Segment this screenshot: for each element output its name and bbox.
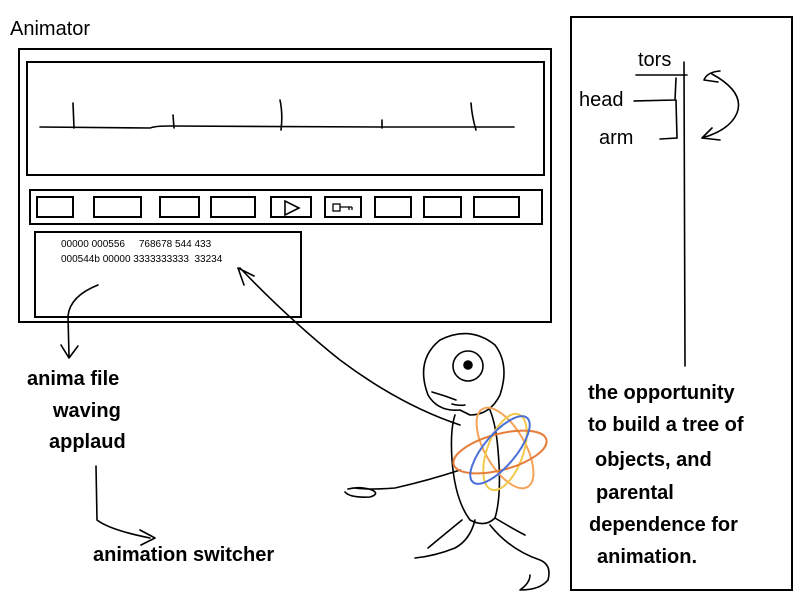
tree-node-arm[interactable]: arm	[599, 127, 634, 149]
anim-list-item-1: anima file	[27, 368, 120, 390]
anim-list-item-2: waving	[53, 400, 121, 422]
tree-note-5: dependence for	[589, 514, 738, 536]
atom-orbits-sketch	[452, 406, 548, 492]
tree-note-1: the opportunity	[588, 382, 735, 404]
creature-sketch	[344, 332, 550, 591]
toolbar-button-1[interactable]	[36, 196, 74, 218]
animator-window	[18, 48, 552, 323]
toolbar	[29, 189, 543, 225]
play-icon	[284, 199, 301, 217]
object-tree-panel	[570, 16, 793, 591]
toolbar-button-4[interactable]	[210, 196, 256, 218]
annotation-arrows	[60, 267, 461, 546]
timeline-panel[interactable]	[26, 61, 545, 176]
anim-list-item-3: applaud	[49, 431, 126, 453]
tree-node-head[interactable]: head	[579, 89, 624, 111]
toolbar-button-3[interactable]	[159, 196, 200, 218]
timeline-track	[39, 99, 515, 131]
tree-note-4: parental	[596, 482, 674, 504]
app-title: Animator	[10, 18, 91, 40]
keyframe-button[interactable]	[324, 196, 362, 218]
toolbar-button-2[interactable]	[93, 196, 142, 218]
data-line-2: 000544b 00000 3333333333 33234	[61, 254, 223, 265]
tree-note-2: to build a tree of	[588, 414, 744, 436]
data-view[interactable]	[34, 231, 302, 318]
tree-note-6: animation.	[597, 546, 698, 568]
toolbar-button-8[interactable]	[423, 196, 462, 218]
toolbar-button-9[interactable]	[473, 196, 520, 218]
switcher-note: animation switcher	[93, 544, 275, 566]
tree-lines	[633, 61, 740, 367]
data-line-1: 00000 000556 768678 544 433	[61, 239, 212, 250]
key-icon	[332, 203, 353, 212]
tree-note-3: objects, and	[595, 449, 712, 471]
tree-node-root[interactable]: tors	[638, 49, 672, 71]
play-button[interactable]	[270, 196, 312, 218]
toolbar-button-7[interactable]	[374, 196, 412, 218]
